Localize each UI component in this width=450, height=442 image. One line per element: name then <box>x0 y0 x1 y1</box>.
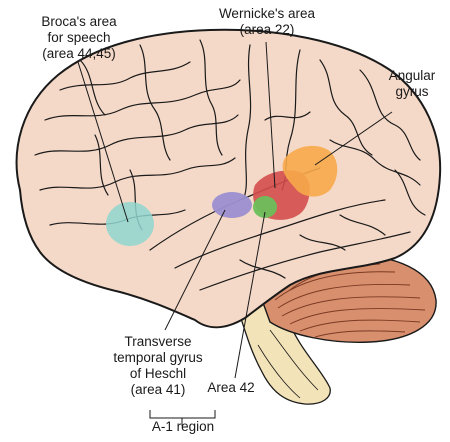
wernicke-leader <box>265 41 276 189</box>
broca-region <box>106 202 154 246</box>
area42-label: Area 42 <box>207 380 255 395</box>
broca-leader <box>77 61 129 223</box>
a1-bracket <box>149 410 216 419</box>
heschl-label: Transverse temporal gyrus of Heschl (are… <box>113 334 203 397</box>
angular-leader <box>314 111 393 166</box>
angular-gyrus-label: Angular gyrus <box>388 68 436 99</box>
leader-lines <box>77 41 393 426</box>
cortex-folds <box>34 39 426 291</box>
cerebrum <box>15 28 442 329</box>
area42-leader <box>234 211 266 379</box>
heschl-leader <box>164 209 226 331</box>
wernicke-label: Wernicke's area (area 22) <box>218 6 316 37</box>
broca-label: Broca's area for speech (area 44,45) <box>41 14 117 61</box>
heschl-region <box>212 192 252 218</box>
area42-region <box>253 196 277 218</box>
a1-region-label: A-1 region <box>151 419 215 434</box>
